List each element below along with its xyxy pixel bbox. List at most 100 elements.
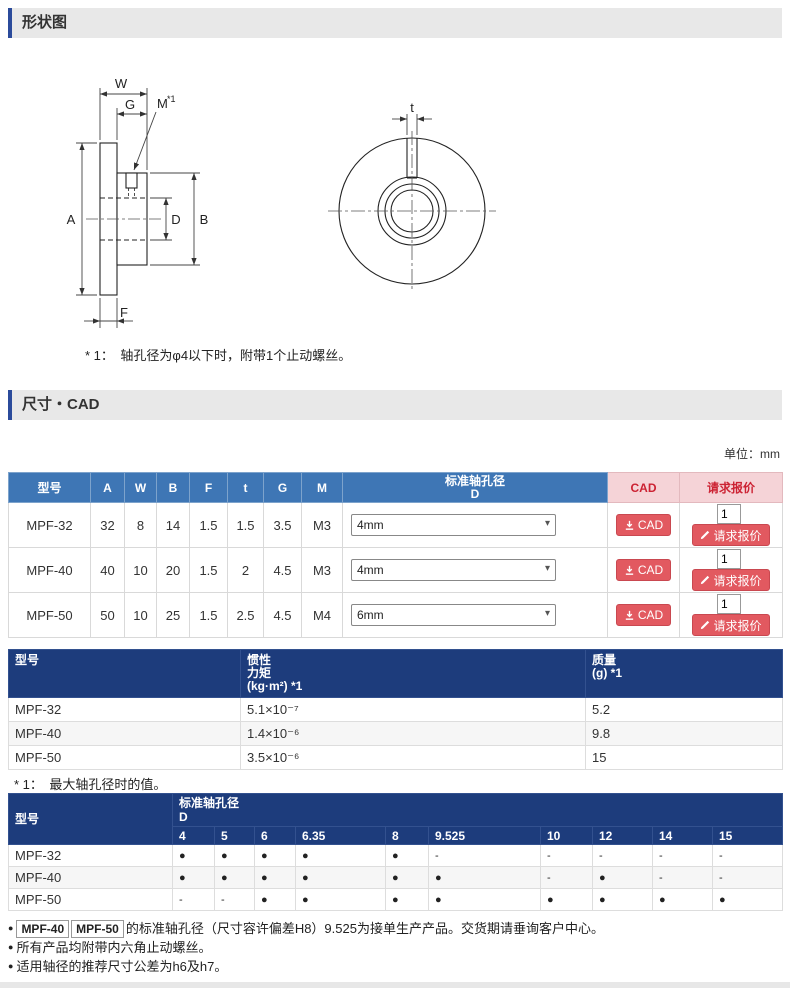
table-row: MPF-50 3.5×10⁻⁶ 15 <box>8 745 783 770</box>
table-row: MPF-32 5.1×10⁻⁷ 5.2 <box>8 697 783 722</box>
shape-diagram: W G M *1 A D B F <box>0 38 790 333</box>
mark-cell: ● <box>254 888 296 911</box>
model-cell: MPF-40 <box>8 547 91 593</box>
footnote-2-text: 所有产品均附带内六角止动螺丝。 <box>16 940 212 955</box>
page-bottom-divider <box>0 982 790 988</box>
col-header-cad: CAD <box>607 472 680 503</box>
col-header-bore-span: 标准轴孔径 D <box>171 793 784 827</box>
dim-cell: 10 <box>124 592 157 638</box>
pencil-icon <box>701 575 710 585</box>
cad-download-button[interactable]: CAD <box>615 514 672 536</box>
model-cell: MPF-40 <box>8 721 241 746</box>
dim-cell: 32 <box>90 502 125 548</box>
request-quote-button[interactable]: 请求报价 <box>692 524 770 546</box>
cad-download-button[interactable]: CAD <box>615 604 672 626</box>
model-cell: MPF-50 <box>8 745 241 770</box>
dim-cell: 1.5 <box>189 592 228 638</box>
mark-cell: - <box>428 844 541 867</box>
mark-cell: - <box>711 866 784 889</box>
col-header-quote: 请求报价 <box>679 472 783 503</box>
dim-cell: 20 <box>156 547 190 593</box>
mark-cell: - <box>652 844 713 867</box>
section-header-dimensions: 尺寸・CAD <box>8 390 782 420</box>
download-icon <box>625 610 633 620</box>
bore-col-header: 12 <box>592 826 653 845</box>
table-row: MPF-32 32 8 14 1.5 1.5 3.5 M3 4mm ▾ <box>8 502 783 548</box>
front-view-labels: t <box>410 100 414 115</box>
mark-cell: - <box>711 844 784 867</box>
col-header-f: F <box>189 472 228 503</box>
inertia-mass-table: 型号 惯性 力矩 (kg·m²) *1 质量 (g) *1 MPF-32 5.1… <box>8 649 783 770</box>
quote-button-label: 请求报价 <box>713 528 762 543</box>
bore-diameter-select[interactable]: 4mm <box>351 514 556 536</box>
bore-select-cell: 4mm ▾ <box>342 502 608 548</box>
dim-cell: M3 <box>301 547 343 593</box>
dim-cell: 4.5 <box>263 592 302 638</box>
mark-cell: - <box>214 888 255 911</box>
bore-col-header: 14 <box>652 826 713 845</box>
mark-cell: - <box>540 866 593 889</box>
request-quote-button[interactable]: 请求报价 <box>692 569 770 591</box>
dimension-cad-table: 型号 A W B F t G M 标准轴孔径 D CAD 请求报价 MPF-32… <box>8 472 783 638</box>
quote-cell: 请求报价 <box>679 502 783 548</box>
bullet-icon: ● <box>8 961 14 971</box>
quantity-input[interactable] <box>717 594 741 614</box>
dim-cell: 2 <box>227 547 264 593</box>
model-badge-mpf40: MPF-40 <box>16 920 70 938</box>
cad-cell: CAD <box>607 547 680 593</box>
table-row: MPF-40 1.4×10⁻⁶ 9.8 <box>8 721 783 746</box>
col-header-g: G <box>263 472 302 503</box>
dim-cell: 1.5 <box>189 547 228 593</box>
cad-cell: CAD <box>607 502 680 548</box>
mark-cell: ● <box>592 866 653 889</box>
bore-select-cell: 4mm ▾ <box>342 547 608 593</box>
dim-cell: 10 <box>124 547 157 593</box>
request-quote-button[interactable]: 请求报价 <box>692 614 770 636</box>
col-header-model: 型号 <box>8 472 91 503</box>
table1-header-row: 型号 A W B F t G M 标准轴孔径 D CAD 请求报价 <box>8 472 783 503</box>
download-icon <box>625 565 633 575</box>
cad-button-label: CAD <box>637 563 664 577</box>
mark-cell: ● <box>295 866 386 889</box>
front-view-dimensions <box>392 114 432 135</box>
bore-col-header: 6 <box>254 826 296 845</box>
bore-diameter-select[interactable]: 6mm <box>351 604 556 626</box>
mark-cell: ● <box>295 888 386 911</box>
mark-cell: ● <box>652 888 713 911</box>
inertia-cell: 5.1×10⁻⁷ <box>240 697 586 722</box>
dim-label-m-sup: *1 <box>167 94 176 104</box>
footnote-3: ●适用轴径的推荐尺寸公差为h6及h7。 <box>8 957 782 976</box>
table-row: MPF-40 ● ● ● ● ● ● - ● - - <box>8 866 784 889</box>
cad-button-label: CAD <box>637 518 664 532</box>
model-cell: MPF-50 <box>8 592 91 638</box>
cad-download-button[interactable]: CAD <box>615 559 672 581</box>
mark-cell: ● <box>254 866 296 889</box>
side-view-dimensions <box>76 88 200 328</box>
technical-drawing-svg: W G M *1 A D B F <box>67 76 496 328</box>
mark-cell: ● <box>428 866 541 889</box>
col-header-model: 型号 <box>8 649 241 698</box>
model-cell: MPF-32 <box>8 502 91 548</box>
col-header-m: M <box>301 472 343 503</box>
quote-cell: 请求报价 <box>679 592 783 638</box>
mark-cell: ● <box>711 888 784 911</box>
quantity-input[interactable] <box>717 549 741 569</box>
mark-cell: ● <box>592 888 653 911</box>
mark-cell: ● <box>428 888 541 911</box>
cad-button-label: CAD <box>637 608 664 622</box>
footnote-1-text: 的标准轴孔径（尺寸容许偏差H8）9.525为接单生产产品。交货期请垂询客户中心。 <box>125 921 604 936</box>
front-view <box>328 131 496 291</box>
dim-cell: 8 <box>124 502 157 548</box>
mass-cell: 5.2 <box>585 697 783 722</box>
dim-cell: 25 <box>156 592 190 638</box>
dim-label-a: A <box>67 212 76 227</box>
dim-cell: 2.5 <box>227 592 264 638</box>
bore-select-cell: 6mm ▾ <box>342 592 608 638</box>
bore-diameter-select[interactable]: 4mm <box>351 559 556 581</box>
dim-label-m: M <box>157 96 168 111</box>
dim-cell: 14 <box>156 502 190 548</box>
quantity-input[interactable] <box>717 504 741 524</box>
mass-header-line1: 质量 <box>592 653 617 667</box>
